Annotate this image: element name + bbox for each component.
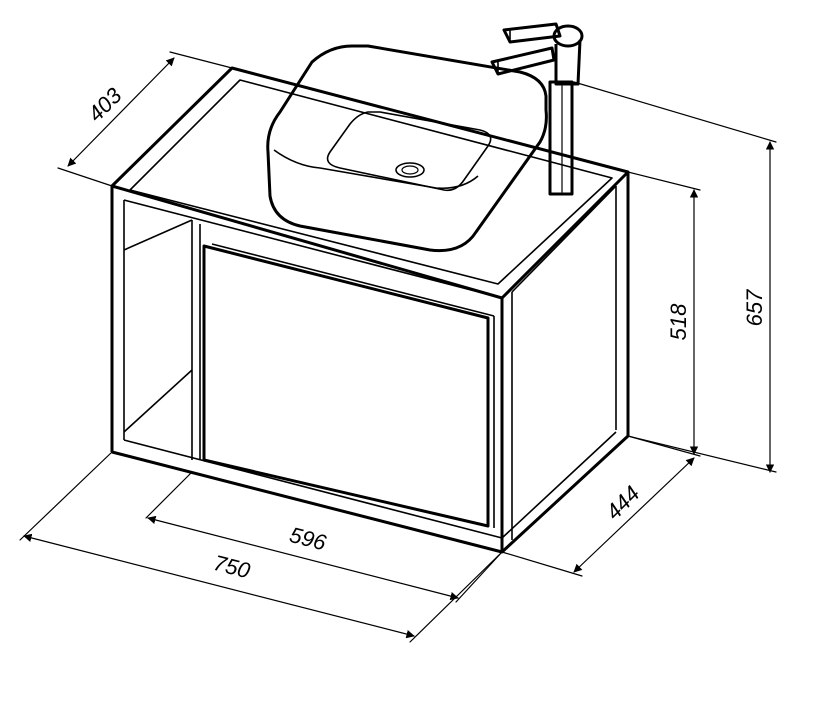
label-444: 444 <box>601 481 645 525</box>
top-side-rail <box>511 185 617 293</box>
extension-line-750-a <box>19 451 113 541</box>
faucet-handle <box>502 22 562 44</box>
top-front-rail <box>123 199 503 299</box>
dimension-depth-top: 403 <box>57 51 233 187</box>
dimension-line-596 <box>147 515 459 601</box>
extension-line-403-a <box>169 51 233 69</box>
left-side-rail-top <box>123 219 193 251</box>
label-518: 518 <box>666 303 691 340</box>
extension-line-596-a <box>145 471 193 519</box>
faucet-stem <box>548 80 574 196</box>
faucet-neck <box>554 39 582 86</box>
dimension-height-total: 657 <box>573 81 777 473</box>
basin <box>266 44 548 253</box>
faucet-spout <box>490 46 556 76</box>
label-596: 596 <box>287 522 330 556</box>
label-750: 750 <box>211 550 254 584</box>
extension-line-657-a <box>573 81 777 143</box>
extension-line-596-b <box>455 551 503 603</box>
basin-rim-inner <box>326 111 492 192</box>
faucet <box>490 22 584 196</box>
countertop-inner <box>129 79 613 285</box>
bottom-rail <box>111 434 630 554</box>
dimension-line-403 <box>67 57 175 167</box>
basin-front-band <box>273 149 479 190</box>
left-side-rail-bottom <box>123 369 193 433</box>
extension-line-444-b <box>501 551 583 577</box>
extension-line-403-b <box>57 167 113 187</box>
dimension-depth-base: 444 <box>501 435 701 577</box>
drawer-top-edge <box>211 243 495 317</box>
basin-drain-inner <box>401 165 419 175</box>
label-403: 403 <box>83 82 127 126</box>
label-657: 657 <box>742 289 767 326</box>
extension-line-657-b <box>627 435 777 473</box>
basin-body <box>266 44 548 253</box>
faucet-ends <box>497 30 511 74</box>
bottom-rail-inner <box>123 431 617 539</box>
extension-line-518-a <box>627 171 701 191</box>
dimension-line-444 <box>573 457 695 573</box>
drawer-front <box>202 244 490 528</box>
basin-drain <box>395 162 425 178</box>
drawer <box>202 243 495 528</box>
dimension-height-cabinet: 518 <box>627 171 701 455</box>
